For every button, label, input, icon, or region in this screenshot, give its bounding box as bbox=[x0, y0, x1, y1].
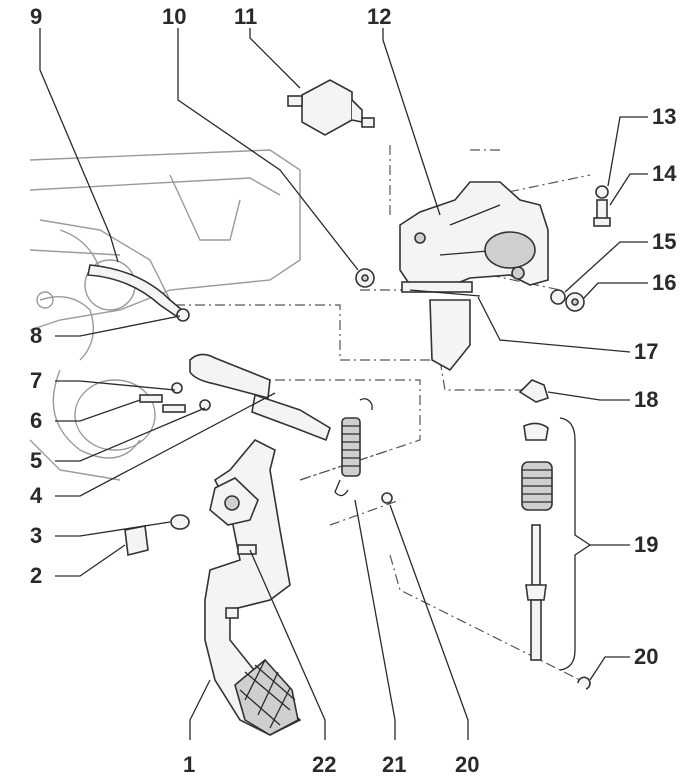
callout-20-bottom: 20 bbox=[455, 752, 479, 777]
circlip-20-lower bbox=[577, 676, 591, 690]
callout-labels: 9 10 11 12 13 14 15 16 17 18 19 20 8 7 6… bbox=[30, 4, 677, 777]
callout-17: 17 bbox=[634, 339, 658, 364]
callout-9: 9 bbox=[30, 4, 42, 29]
callout-1: 1 bbox=[183, 752, 195, 777]
spring-assembly-19 bbox=[521, 417, 592, 671]
pin-17 bbox=[409, 289, 481, 297]
washer-13 bbox=[595, 185, 609, 199]
callout-18: 18 bbox=[634, 387, 658, 412]
pad-2 bbox=[124, 525, 149, 556]
leader-lines bbox=[39, 28, 648, 740]
return-spring-21 bbox=[334, 398, 373, 497]
circlip-20-upper bbox=[381, 492, 393, 504]
nut-10 bbox=[355, 268, 375, 288]
clutch-pedal-1 bbox=[204, 439, 302, 736]
callout-7: 7 bbox=[30, 368, 42, 393]
master-cylinder-assembly bbox=[139, 308, 331, 442]
washer-3 bbox=[170, 514, 190, 530]
callout-10: 10 bbox=[162, 4, 186, 29]
callout-14: 14 bbox=[652, 161, 677, 186]
pedal-bracket bbox=[399, 181, 549, 372]
callout-4: 4 bbox=[30, 483, 43, 508]
callout-5: 5 bbox=[30, 448, 42, 473]
nut-16 bbox=[565, 292, 585, 312]
callout-11: 11 bbox=[234, 4, 257, 29]
callout-2: 2 bbox=[30, 563, 42, 588]
bolt-14 bbox=[593, 199, 611, 227]
washer-15 bbox=[550, 289, 566, 305]
callout-13: 13 bbox=[652, 104, 676, 129]
clip-18 bbox=[518, 379, 549, 403]
callout-19: 19 bbox=[634, 532, 658, 557]
switch-part bbox=[287, 79, 375, 136]
callout-20-right: 20 bbox=[634, 644, 658, 669]
body-panel-structure bbox=[29, 149, 301, 481]
callout-15: 15 bbox=[652, 229, 676, 254]
callout-3: 3 bbox=[30, 523, 42, 548]
callout-6: 6 bbox=[30, 408, 42, 433]
callout-12: 12 bbox=[367, 4, 391, 29]
callout-22: 22 bbox=[312, 752, 336, 777]
callout-21: 21 bbox=[382, 752, 406, 777]
callout-16: 16 bbox=[652, 270, 676, 295]
callout-8: 8 bbox=[30, 323, 42, 348]
